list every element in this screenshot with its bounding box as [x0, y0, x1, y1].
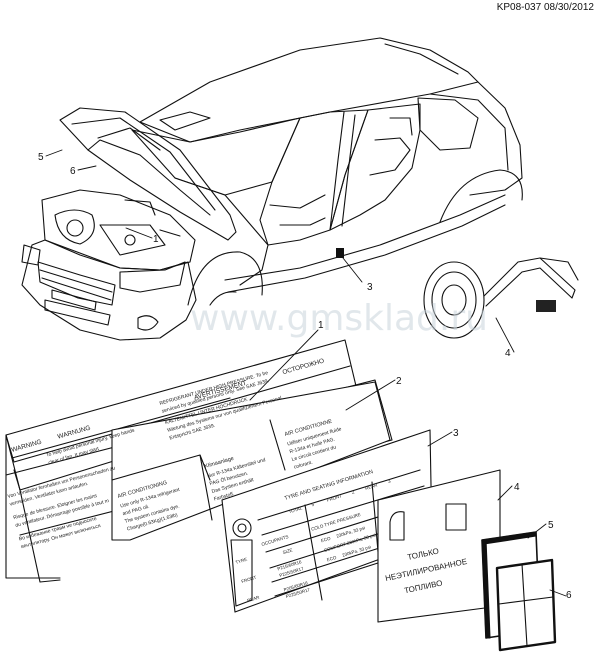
- tire-row-tyre: TYRE: [235, 557, 248, 565]
- leader-lines: [45, 149, 567, 597]
- callout-4-fuel-door: 4: [505, 348, 511, 359]
- tire-rear-value: 3: [387, 478, 391, 484]
- callout-5: 5: [548, 520, 554, 531]
- callout-4: 4: [514, 482, 520, 493]
- callout-2: 2: [396, 376, 402, 387]
- callout-3-jamb: 3: [367, 282, 373, 293]
- callout-numbers: 5 6 1 3 4 1 2 3 4 5 6: [38, 152, 572, 601]
- ac-line-8: Farbstoff.: [213, 491, 235, 503]
- tire-front-value: 2: [351, 489, 355, 495]
- tire-total-value: 5: [311, 502, 315, 508]
- document-id: KP08-037 08/30/2012: [496, 2, 594, 13]
- tire-total: TOTAL: [288, 505, 303, 514]
- tire-row-front: FRONT: [241, 575, 258, 584]
- callout-1-engine: 1: [153, 234, 159, 245]
- tire-mode-3: ECO: [326, 555, 337, 563]
- callout-6-hood: 6: [70, 166, 76, 177]
- callout-3: 3: [453, 428, 459, 439]
- callout-1: 1: [318, 320, 324, 331]
- watermark: www.gmsklad.ru: [190, 298, 488, 339]
- tire-size-head: SIZE: [282, 547, 293, 555]
- callout-6: 6: [566, 590, 572, 601]
- film-label-6: [495, 558, 557, 652]
- tire-rear: REAR: [364, 482, 378, 491]
- tire-mode-1: ECO: [320, 536, 331, 544]
- tire-row-rear: REAR: [247, 595, 261, 604]
- tire-mode-2: COMFORT: [323, 541, 346, 552]
- car-body-illustration: [21, 37, 579, 341]
- ac-line-12: colorant.: [293, 460, 313, 471]
- callout-5-hood: 5: [38, 152, 44, 163]
- tire-front: FRONT: [326, 493, 343, 502]
